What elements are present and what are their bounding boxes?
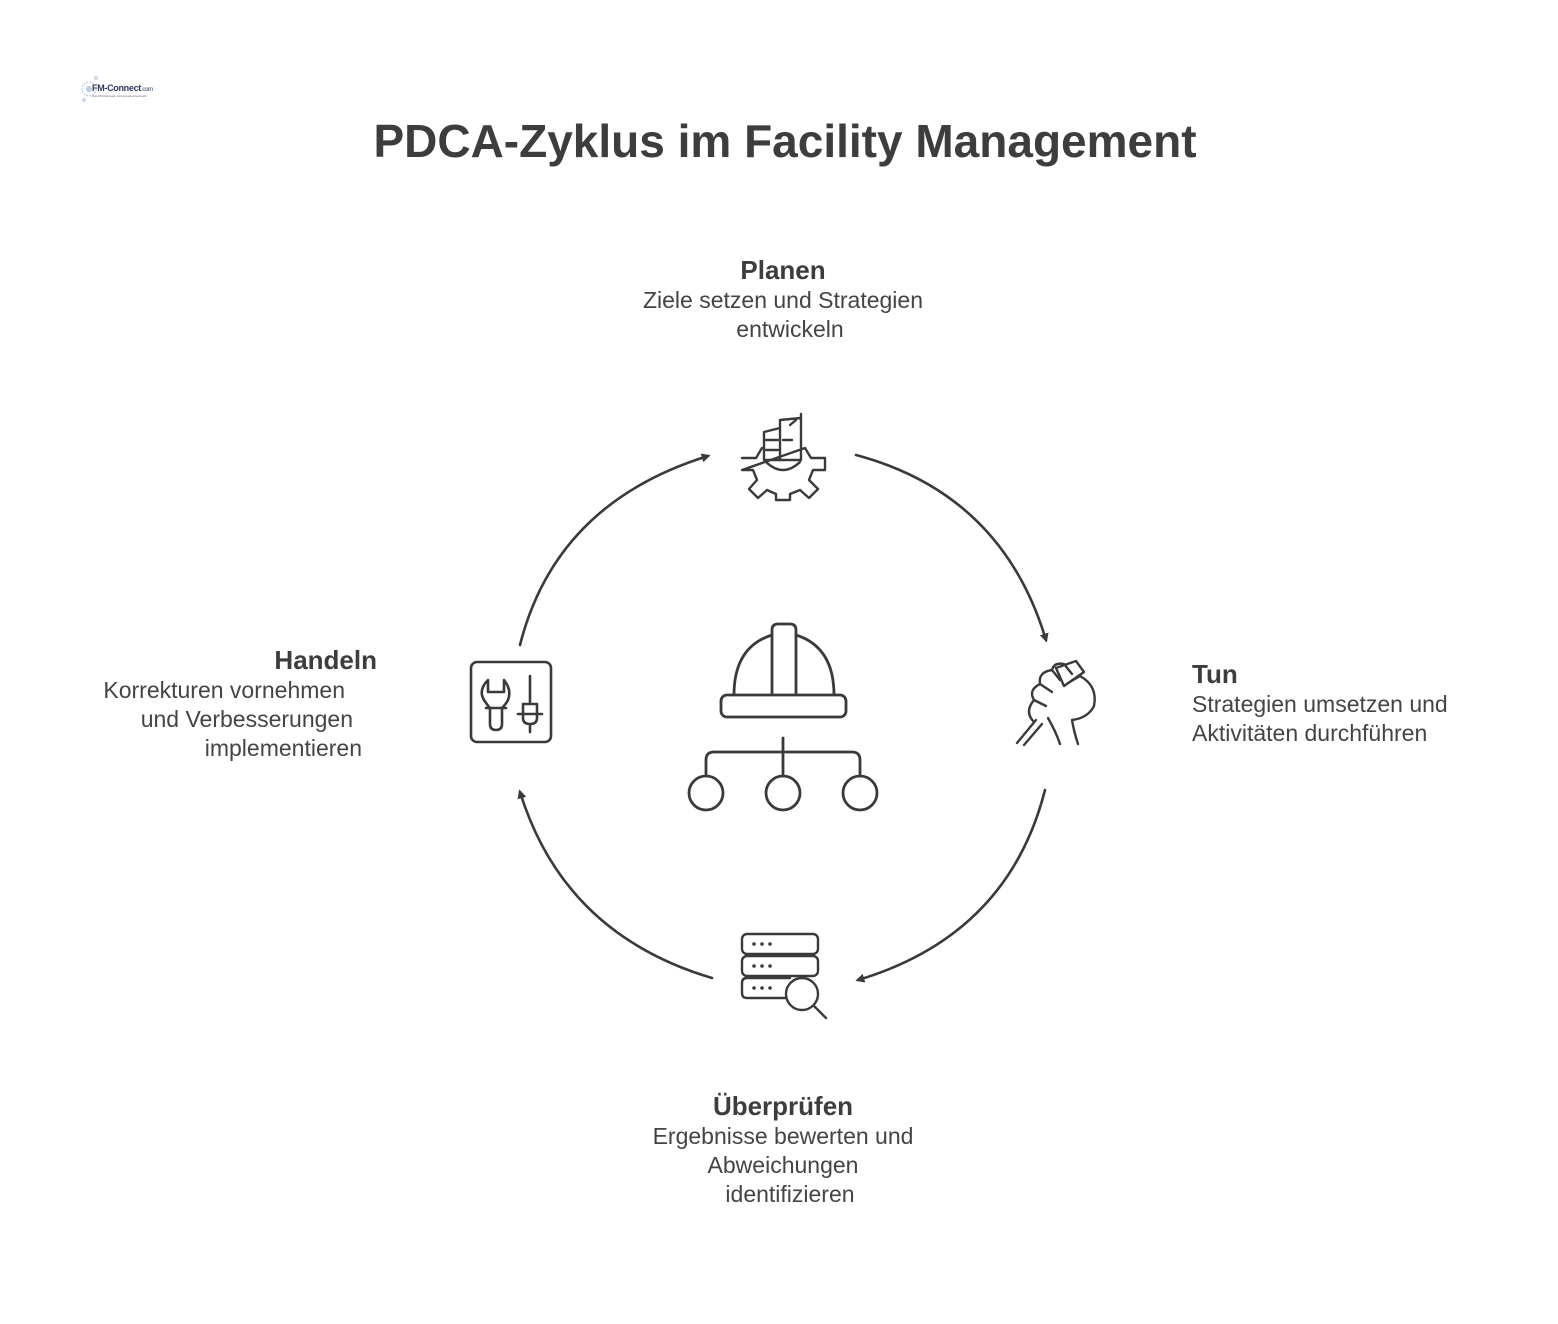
stage-check-description: Ergebnisse bewerten und Abweichungen ide…	[583, 1122, 983, 1209]
arrow-act-to-plan	[518, 453, 711, 647]
arrow-do-to-check	[855, 788, 1047, 983]
stage-do-heading: Tun	[1192, 659, 1238, 689]
server-search-icon	[740, 932, 828, 1020]
stage-act-line: und Verbesserungen	[140, 706, 353, 732]
hand-hammer-icon	[1015, 659, 1096, 747]
stage-act-heading: Handeln	[274, 645, 377, 675]
stage-plan: Planen Ziele setzen und Strategien entwi…	[583, 254, 983, 344]
stage-act-description: Korrekturen vornehmen und Verbesserungen…	[40, 676, 377, 763]
hard-hat-hierarchy-icon	[687, 622, 879, 812]
logo-tagline: Das FM-Netzwerk und Expertennetzwerk	[92, 94, 147, 98]
stage-plan-heading: Planen	[740, 255, 826, 285]
stage-do-line: Strategien umsetzen und	[1192, 691, 1448, 717]
logo-mark-icon	[81, 76, 98, 102]
stage-check: Überprüfen Ergebnisse bewerten und Abwei…	[583, 1090, 983, 1209]
building-gear-icon	[740, 412, 827, 502]
stage-do-line: Aktivitäten durchführen	[1192, 720, 1428, 746]
stage-do: Tun Strategien umsetzen und Aktivitäten …	[1192, 658, 1532, 748]
stage-plan-line: entwickeln	[736, 316, 844, 342]
stage-act-line: Korrekturen vornehmen	[103, 677, 345, 703]
stage-check-line: Ergebnisse bewerten und	[652, 1123, 914, 1149]
stage-check-heading: Überprüfen	[712, 1091, 854, 1121]
stage-plan-description: Ziele setzen und Strategien entwickeln	[583, 286, 983, 344]
stage-check-line: identifizieren	[725, 1181, 855, 1207]
tools-panel-icon	[469, 660, 553, 744]
page-title: PDCA-Zyklus im Facility Management	[373, 115, 1197, 167]
fm-connect-logo: FM-Connect.com Das FM-Netzwerk und Exper…	[80, 72, 153, 106]
logo-wordmark: FM-Connect.com	[92, 83, 153, 93]
stage-check-line: Abweichungen	[707, 1152, 859, 1178]
arrow-plan-to-do	[854, 453, 1049, 643]
stage-act: Handeln Korrekturen vornehmen und Verbes…	[40, 644, 377, 763]
stage-do-description: Strategien umsetzen und Aktivitäten durc…	[1192, 690, 1532, 748]
stage-act-line: implementieren	[204, 735, 362, 761]
arrow-check-to-act	[517, 789, 714, 980]
stage-plan-line: Ziele setzen und Strategien	[642, 287, 923, 313]
